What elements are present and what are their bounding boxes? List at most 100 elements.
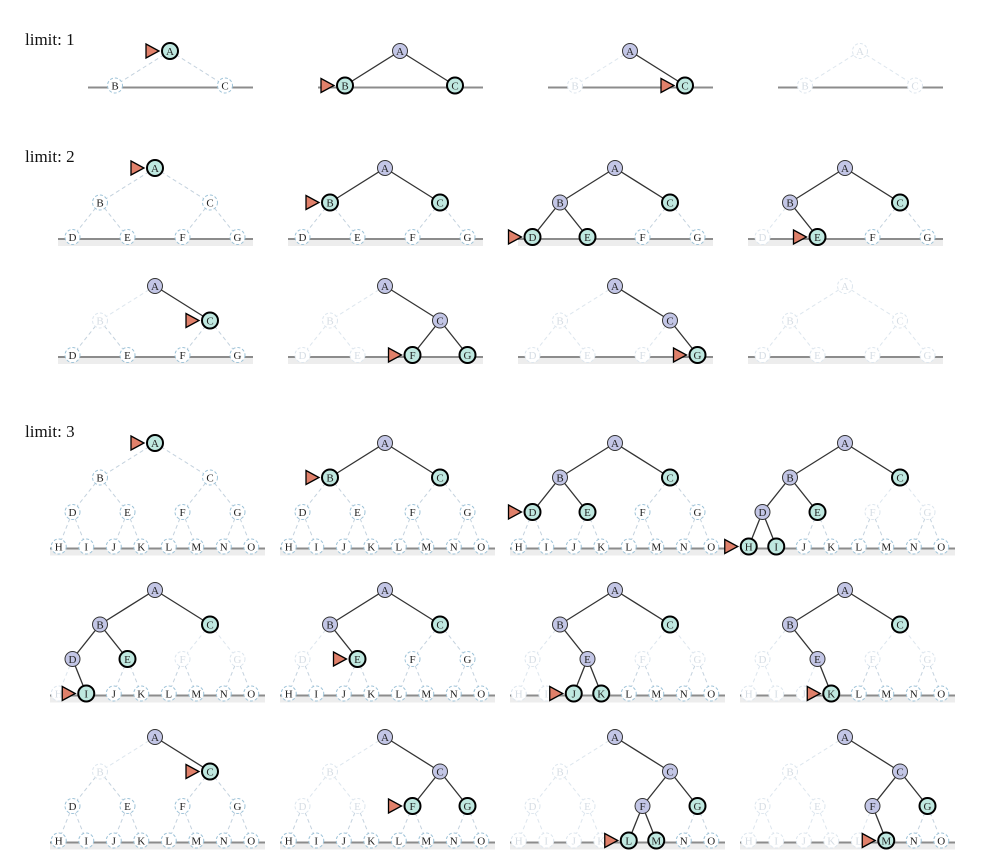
ground-shade [50, 548, 265, 556]
tree-node-label: D [759, 507, 767, 519]
tree-node-label: E [124, 654, 131, 666]
tree-node [808, 503, 827, 521]
tree-node-label: C [666, 316, 673, 328]
tree-node [92, 616, 108, 633]
tree-node [473, 538, 490, 555]
tree-node [579, 347, 596, 363]
tree-node [188, 685, 205, 702]
ground-shade [748, 239, 943, 246]
tree-node-label: F [409, 654, 415, 666]
current-node-pointer-icon [145, 42, 161, 60]
tree-node-label: M [881, 689, 891, 701]
ground-shade [50, 695, 265, 703]
tree-node [754, 347, 771, 363]
tree-node [607, 160, 623, 176]
tree-edge [614, 285, 671, 322]
tree-node-label: K [367, 542, 375, 554]
current-node-pointer-icon [660, 77, 676, 94]
tree-node [689, 504, 706, 520]
tree-edge [614, 442, 671, 479]
tree-node-label: B [786, 767, 793, 779]
tree-node [648, 685, 665, 702]
tree-node-label: E [354, 507, 361, 519]
limit-label-3: limit: 3 [25, 422, 75, 441]
current-node-pointer-icon [861, 832, 877, 849]
tree-node [64, 504, 81, 520]
tree-node [622, 43, 638, 59]
tree-node-label: D [529, 232, 537, 244]
tree-node [607, 729, 623, 745]
tree-node-label: G [694, 654, 702, 666]
tree-node-label: M [421, 689, 431, 701]
tree-node-label: L [395, 542, 402, 554]
tree-node-label: O [937, 689, 945, 701]
tree-node-label: L [625, 689, 632, 701]
tree-edge [169, 50, 226, 86]
ground-shade [740, 842, 955, 850]
tree-node-label: A [381, 438, 389, 450]
tree-node-label: L [165, 542, 172, 554]
tree-node [552, 763, 568, 780]
tree-node-label: D [529, 350, 537, 362]
tree-node-label: B [556, 198, 563, 210]
ground-shade [50, 842, 265, 850]
tree-node-label: E [354, 801, 361, 813]
tree-node-label: C [206, 473, 213, 485]
tree-node-label: A [841, 281, 849, 293]
tree-node [377, 435, 393, 451]
tree-node-label: N [450, 542, 458, 554]
tree-node [294, 347, 311, 363]
tree-edge [789, 442, 846, 479]
tree-edge [844, 285, 901, 321]
tree-node-label: D [69, 350, 77, 362]
tree-node [431, 468, 449, 487]
tree-node [349, 229, 366, 245]
tree-edge [99, 589, 156, 626]
tree-node [740, 832, 757, 849]
tree-node-label: N [220, 689, 228, 701]
tree-node-label: J [802, 689, 807, 701]
tree-edge [789, 167, 846, 204]
tree-node [335, 685, 352, 702]
ground-shade [518, 357, 713, 364]
tree-node-label: N [680, 542, 688, 554]
tree-node [349, 798, 366, 814]
tree-node [392, 43, 408, 59]
tree-node [280, 538, 297, 555]
tree-node [538, 538, 555, 555]
tree-edge [344, 50, 401, 87]
tree-node [919, 651, 936, 667]
tree-node [864, 651, 881, 667]
tree-node [77, 684, 96, 703]
tree-node-label: O [937, 836, 945, 848]
tree-node [782, 763, 798, 780]
tree-node [459, 504, 476, 520]
tree-node-label: K [137, 836, 145, 848]
tree-edge [154, 442, 211, 478]
tree-node [377, 160, 393, 176]
tree-node-label: M [881, 542, 891, 554]
tree-node-label: A [611, 438, 619, 450]
tree-node-label: N [680, 836, 688, 848]
tree-node-label: M [191, 836, 201, 848]
tree-node-label: L [855, 689, 862, 701]
tree-node [634, 347, 651, 363]
tree-node-label: N [450, 836, 458, 848]
tree-node [229, 229, 246, 245]
tree-node-label: A [611, 281, 619, 293]
current-node-pointer-icon [332, 650, 348, 668]
tree-node [92, 194, 108, 211]
tree-edge [99, 167, 156, 203]
tree-node-label: B [96, 620, 103, 632]
tree-edge [629, 50, 686, 87]
tree-node [229, 504, 246, 520]
tree-node-label: D [759, 350, 767, 362]
tree-node [634, 229, 651, 245]
tree-node-label: B [96, 767, 103, 779]
tree-node-label: E [814, 507, 821, 519]
tree-node [837, 435, 853, 451]
